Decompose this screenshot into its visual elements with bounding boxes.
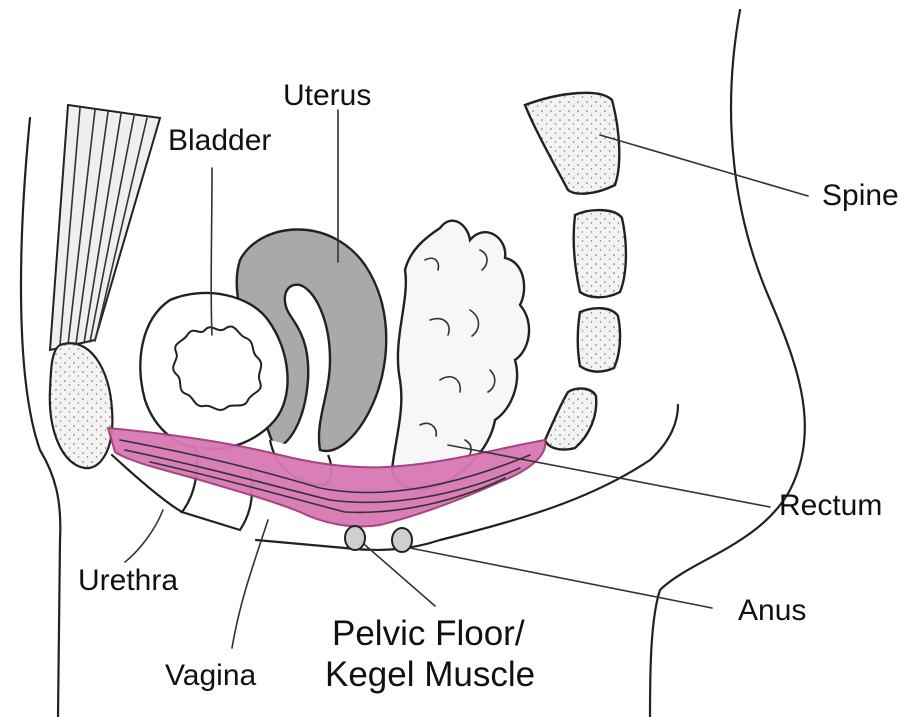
label-uterus: Uterus (283, 79, 371, 112)
spine-vertebrae (525, 93, 626, 450)
label-spine: Spine (822, 179, 899, 212)
label-rectum: Rectum (779, 489, 882, 522)
label-vagina: Vagina (165, 659, 257, 692)
label-urethra: Urethra (78, 564, 178, 597)
pubic-bone (50, 343, 113, 468)
label-bladder: Bladder (168, 124, 271, 157)
label-pelvic-floor-line2: Kegel Muscle (325, 655, 535, 694)
label-pelvic-floor-line1: Pelvic Floor/ (332, 614, 525, 653)
label-anus: Anus (738, 594, 806, 627)
anus-sphincter (345, 526, 412, 552)
abdominal-muscle (50, 105, 160, 350)
bladder-shape (140, 293, 287, 449)
